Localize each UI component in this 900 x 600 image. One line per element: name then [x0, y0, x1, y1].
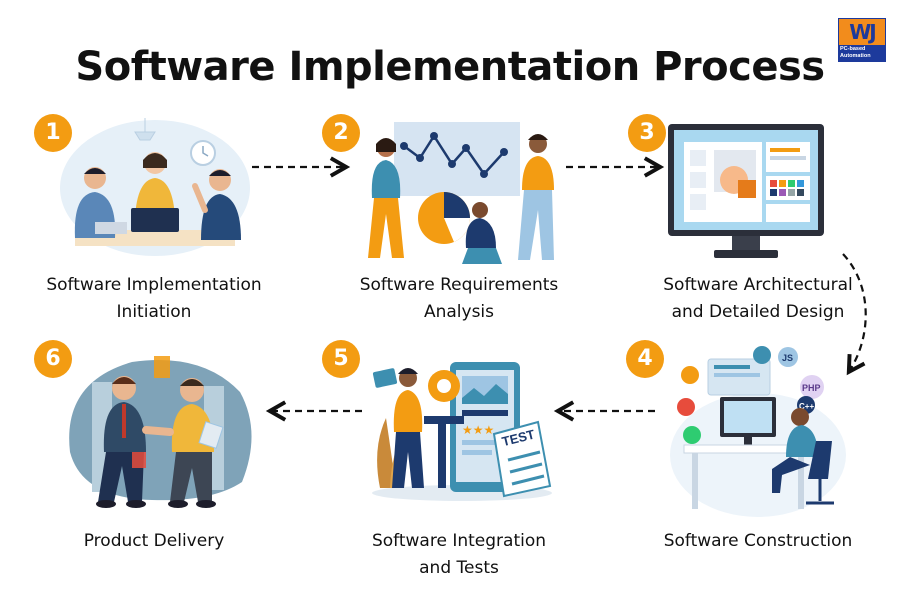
- svg-text:★★★: ★★★: [462, 423, 494, 437]
- testing-illustration: ★★★ TEST: [372, 362, 552, 501]
- step-label-3-line2: and Detailed Design: [671, 302, 845, 322]
- step-label-5: Software Integration and Tests: [330, 528, 588, 582]
- step-label-1: Software Implementation Initiation: [24, 272, 284, 326]
- coding-desk-illustration: JS PHP C++: [670, 346, 846, 517]
- analysis-illustration: [368, 122, 554, 264]
- step-label-2-line1: Software Requirements: [359, 275, 559, 295]
- step-label-4-line1: Software Construction: [663, 531, 853, 551]
- step-badge-3: 3: [628, 114, 666, 152]
- meeting-illustration: [60, 118, 250, 256]
- step-label-4: Software Construction: [630, 528, 886, 555]
- brand-logo: WJ PC-based Automation: [838, 18, 886, 62]
- step-label-3: Software Architectural and Detailed Desi…: [630, 272, 886, 326]
- lang-js: JS: [782, 353, 793, 363]
- step-badge-4: 4: [626, 340, 664, 378]
- step-label-6-line1: Product Delivery: [83, 531, 225, 551]
- lang-php: PHP: [802, 383, 821, 393]
- design-monitor-illustration: [668, 124, 824, 258]
- step-label-5-line2: and Tests: [419, 558, 499, 578]
- step-badge-5: 5: [322, 340, 360, 378]
- logo-mark: WJ: [839, 19, 885, 45]
- step-label-1-line2: Initiation: [116, 302, 192, 322]
- step-label-2: Software Requirements Analysis: [330, 272, 588, 326]
- step-badge-2: 2: [322, 114, 360, 152]
- page-title: Software Implementation Process: [75, 44, 825, 90]
- step-badge-6: 6: [34, 340, 72, 378]
- step-label-2-line2: Analysis: [423, 302, 495, 322]
- step-label-3-line1: Software Architectural: [663, 275, 853, 295]
- logo-subtitle: PC-based Automation: [840, 46, 871, 59]
- arrow-3-to-4: [842, 253, 867, 376]
- handshake-illustration: [69, 356, 252, 508]
- lang-cpp: C++: [799, 402, 814, 411]
- step-label-5-line1: Software Integration: [371, 531, 547, 551]
- step-label-1-line1: Software Implementation: [46, 275, 262, 295]
- step-label-6: Product Delivery: [24, 528, 284, 555]
- step-badge-1: 1: [34, 114, 72, 152]
